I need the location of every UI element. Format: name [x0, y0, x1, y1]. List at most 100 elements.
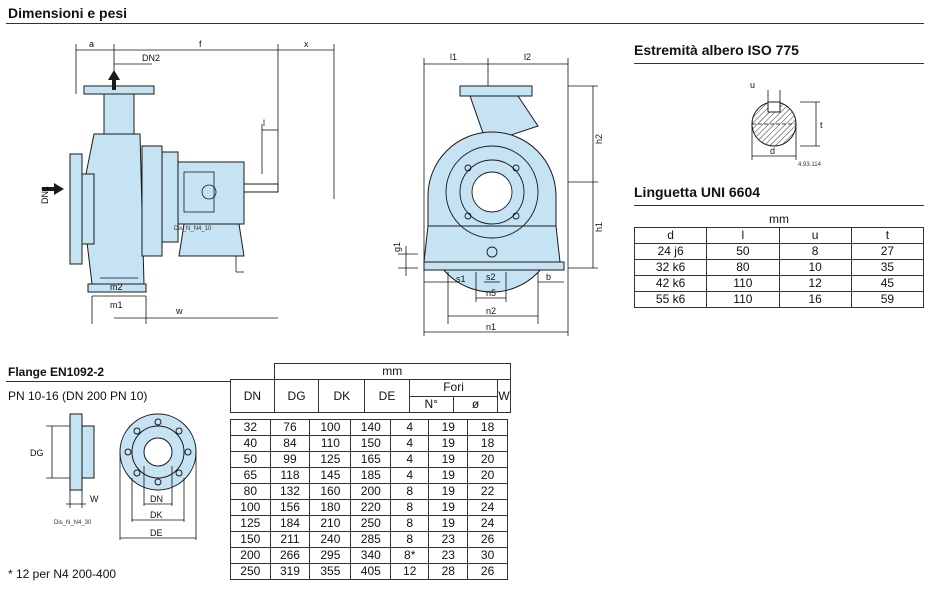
dim-m2-label: m2 [110, 282, 123, 292]
key-cell: 110 [706, 275, 780, 292]
dim-n2-label: n2 [486, 306, 496, 316]
key-table-title: Linguetta UNI 6604 [634, 184, 761, 200]
flange-drawing-code: Dis_N_N4_30 [54, 520, 92, 526]
key-cell: 24 j6 [633, 243, 708, 260]
key-cell: 45 [850, 275, 925, 292]
table-row: 32 76 100 140 4 19 18 [230, 419, 508, 436]
key-table-rule [634, 205, 924, 206]
table-row: 50 99 125 165 4 19 20 [230, 451, 508, 468]
table-cell: 8 [390, 499, 430, 516]
table-cell: 295 [309, 547, 352, 564]
table-row: 80 132 160 200 8 19 22 [230, 483, 508, 500]
table-cell: 100 [309, 419, 352, 436]
dim-a-label: a [89, 39, 94, 49]
flange-dg-label: DG [30, 448, 44, 458]
table-cell: 250 [350, 515, 392, 532]
table-cell: 185 [350, 467, 392, 484]
dim-l1-label: l1 [450, 52, 457, 62]
table-cell: 19 [428, 499, 469, 516]
key-col-d: d [633, 227, 708, 244]
flange-unit-cell: mm [273, 363, 511, 380]
table-row: 40 84 110 150 4 19 18 [230, 435, 508, 452]
table-cell: 18 [467, 435, 508, 452]
key-cell: 32 k6 [633, 259, 708, 276]
flange-table-body: 32 76 100 140 4 19 18 40 84 110 150 4 19… [230, 419, 508, 580]
dim-x-label: x [304, 39, 309, 49]
flange-col-holes-diameter: ø [452, 395, 499, 413]
table-cell: 19 [428, 483, 469, 500]
table-cell: 200 [230, 547, 271, 564]
table-cell: 76 [269, 419, 311, 436]
table-row: 125 184 210 250 8 19 24 [230, 515, 508, 532]
table-cell: 285 [350, 531, 392, 548]
drawing-code-side: Dis_N_N4_10 [174, 226, 212, 232]
table-cell: 18 [467, 419, 508, 436]
dim-b-label: b [546, 272, 551, 282]
table-cell: 22 [467, 483, 508, 500]
key-cell: 42 k6 [633, 275, 708, 292]
table-cell: 50 [230, 451, 271, 468]
key-cell: 50 [706, 243, 780, 260]
key-cell: 59 [850, 291, 925, 308]
dim-g1-label: g1 [392, 242, 402, 252]
shaft-end-drawing: u d t 4.93.114 [750, 80, 823, 168]
table-cell: 19 [428, 515, 469, 532]
dim-s2-label: s2 [486, 272, 496, 282]
table-cell: 32 [230, 419, 271, 436]
table-cell: 140 [350, 419, 392, 436]
key-row: 42 k6 110 12 45 [633, 275, 925, 292]
table-cell: 4 [390, 451, 430, 468]
table-cell: 8 [390, 483, 430, 500]
flange-title: Flange EN1092-2 [8, 365, 105, 379]
table-cell: 40 [230, 435, 271, 452]
flange-subtitle: PN 10-16 (DN 200 PN 10) [8, 389, 148, 403]
table-cell: 156 [269, 499, 311, 516]
table-row: 65 118 145 185 4 19 20 [230, 467, 508, 484]
table-cell: 20 [467, 467, 508, 484]
table-cell: 118 [269, 467, 311, 484]
table-cell: 26 [467, 531, 508, 548]
dim-dn1-label: DN1 [40, 186, 50, 204]
flange-de-label: DE [150, 528, 163, 538]
table-cell: 23 [428, 531, 469, 548]
table-cell: 8* [390, 547, 430, 564]
key-row: 32 k6 80 10 35 [633, 259, 925, 276]
table-cell: 4 [390, 419, 430, 436]
table-cell: 65 [230, 467, 271, 484]
table-cell: 4 [390, 467, 430, 484]
shaft-t-label: t [820, 120, 823, 130]
flange-col-dg: DG [273, 379, 320, 413]
key-cell: 16 [778, 291, 852, 308]
table-cell: 355 [309, 563, 352, 580]
table-cell: 4 [390, 435, 430, 452]
table-cell: 19 [428, 451, 469, 468]
key-header-row: d l u t [633, 227, 925, 244]
table-cell: 80 [230, 483, 271, 500]
flange-dn-label: DN [150, 494, 163, 504]
key-cell: 110 [706, 291, 780, 308]
dim-l-label: l [263, 118, 265, 128]
table-cell: 184 [269, 515, 311, 532]
flange-col-fori: Fori [408, 379, 499, 397]
key-row: 55 k6 110 16 59 [633, 291, 925, 308]
key-table: mm d l u t 24 j6 50 8 27 32 k6 80 10 35 … [633, 212, 925, 308]
table-cell: 145 [309, 467, 352, 484]
flange-rule [6, 381, 230, 382]
table-cell: 19 [428, 467, 469, 484]
key-col-t: t [850, 227, 925, 244]
table-cell: 24 [467, 515, 508, 532]
table-row: 100 156 180 220 8 19 24 [230, 499, 508, 516]
key-cell: 80 [706, 259, 780, 276]
table-cell: 210 [309, 515, 352, 532]
table-cell: 8 [390, 531, 430, 548]
table-cell: 125 [230, 515, 271, 532]
pump-front-view: l1 l2 h2 h1 g1 s1 s2 n5 n2 n1 b [392, 52, 604, 336]
dim-h1-label: h1 [594, 222, 604, 232]
table-cell: 200 [350, 483, 392, 500]
table-cell: 125 [309, 451, 352, 468]
shaft-drawing-code: 4.93.114 [798, 162, 822, 168]
table-cell: 165 [350, 451, 392, 468]
table-cell: 100 [230, 499, 271, 516]
dim-dn2-label: DN2 [142, 53, 160, 63]
table-row: 250 319 355 405 12 28 26 [230, 563, 508, 580]
